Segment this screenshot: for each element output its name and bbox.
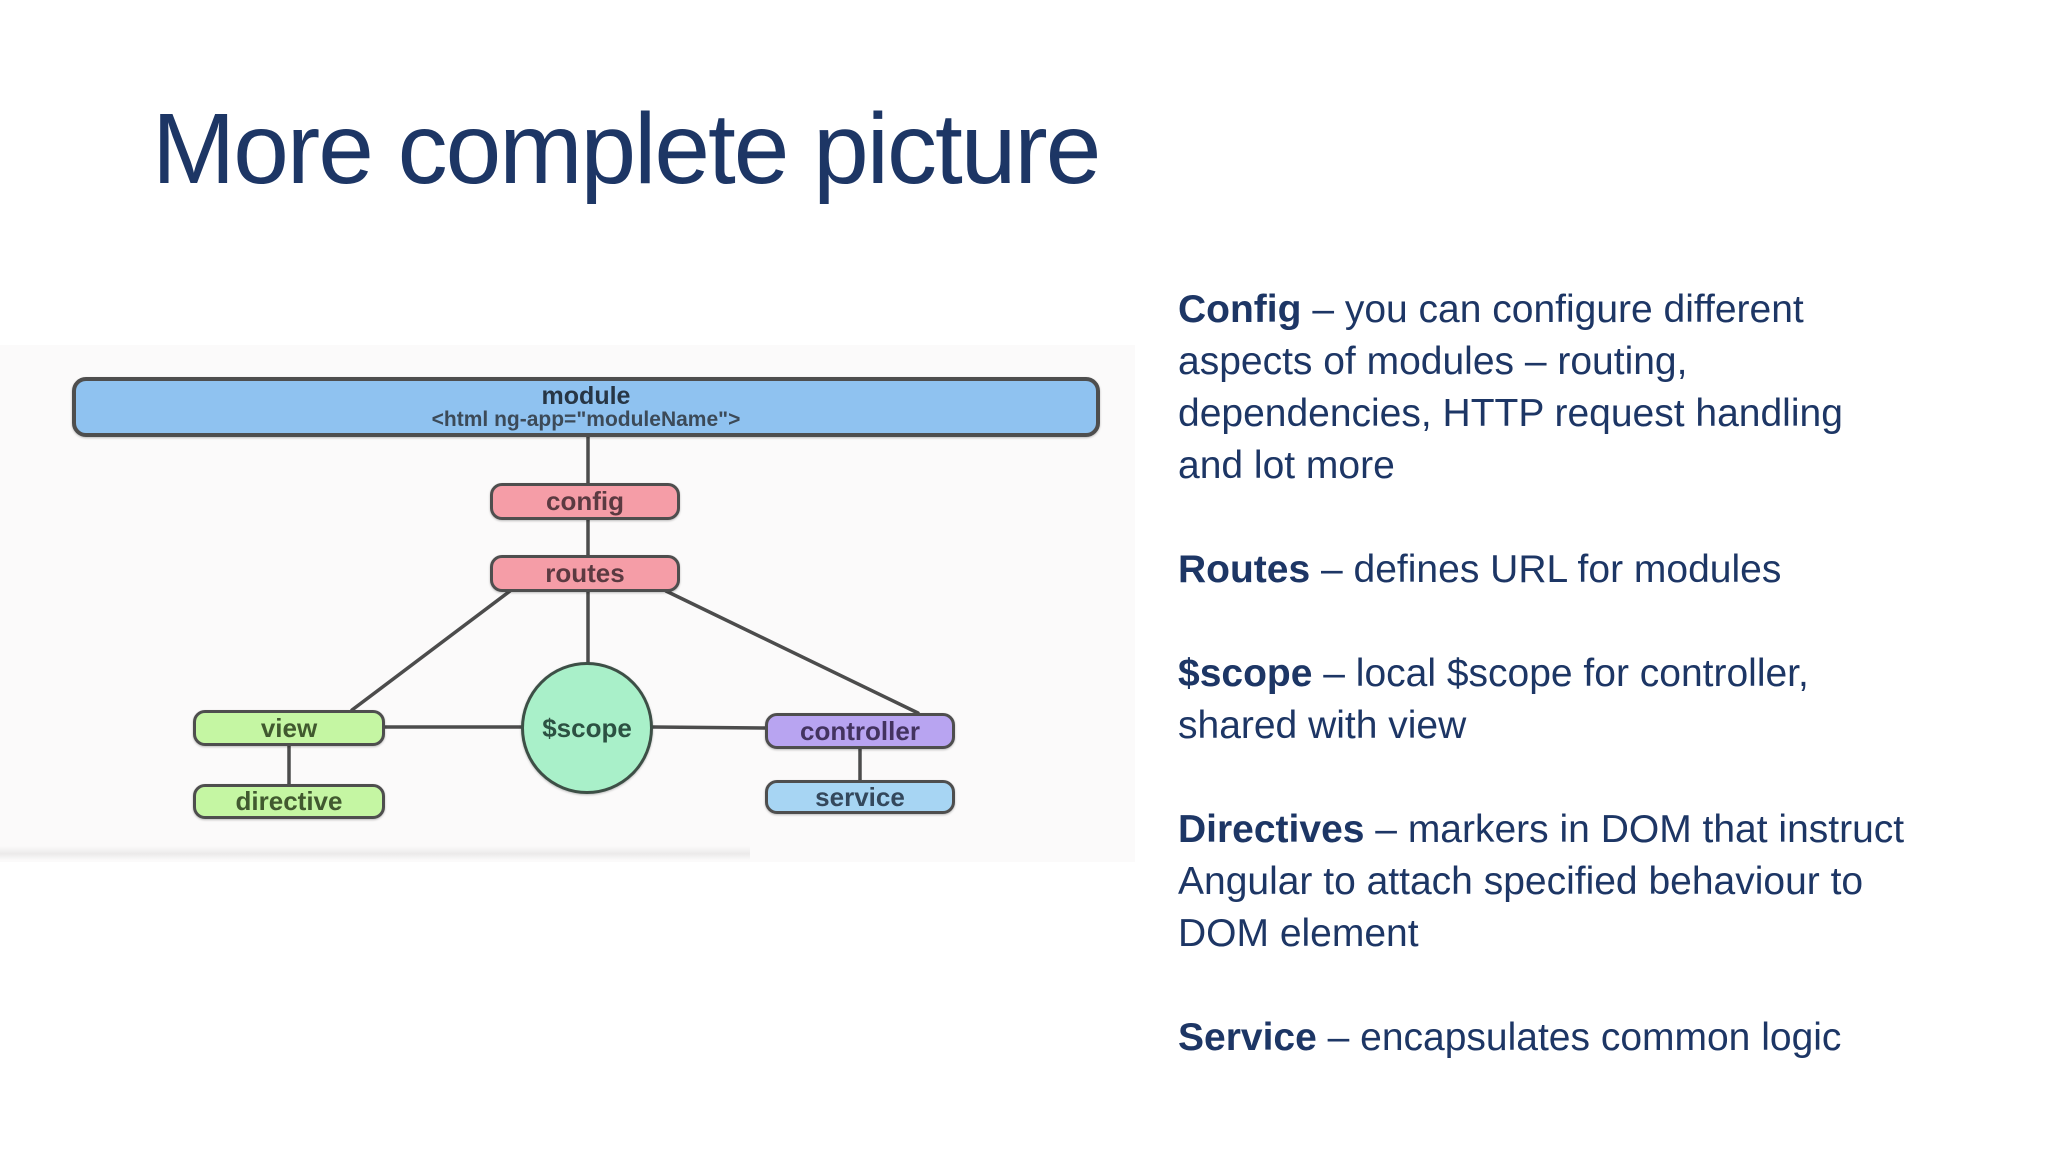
- definition-directives-line: DOM element: [1178, 912, 1419, 955]
- definition-scope-line: – local $scope for controller,: [1323, 652, 1809, 695]
- node-service-label: service: [815, 781, 905, 812]
- definition-routes: Routes – defines URL for modules: [1178, 544, 1988, 596]
- definition-routes-line: – defines URL for modules: [1321, 548, 1782, 591]
- definition-config: Config – you can configure different asp…: [1178, 284, 1988, 492]
- definition-routes-term: Routes: [1178, 548, 1311, 591]
- node-service: service: [765, 780, 955, 814]
- node-view-label: view: [260, 712, 318, 743]
- definition-directives-term: Directives: [1178, 808, 1365, 851]
- definition-config-line: dependencies, HTTP request handling: [1178, 392, 1843, 435]
- node-routes: routes: [490, 555, 680, 592]
- node-view: view: [193, 710, 385, 746]
- definition-service-line: – encapsulates common logic: [1327, 1016, 1842, 1059]
- edge-routes-view: [350, 589, 512, 712]
- node-scope-label: $scope: [542, 712, 632, 743]
- definition-config-line: and lot more: [1178, 444, 1395, 487]
- definitions-column: Config – you can configure different asp…: [1178, 284, 1988, 1116]
- slide-title: More complete picture: [152, 93, 1101, 205]
- node-directive: directive: [193, 784, 385, 819]
- node-module-sublabel: <html ng-app="moduleName">: [431, 408, 741, 432]
- definition-directives-line: – markers in DOM that instruct: [1375, 808, 1905, 851]
- definition-service: Service – encapsulates common logic: [1178, 1012, 1988, 1064]
- definition-scope-line: shared with view: [1178, 704, 1467, 747]
- definition-directives: Directives – markers in DOM that instruc…: [1178, 804, 1988, 960]
- angular-module-diagram: module <html ng-app="moduleName"> config…: [0, 345, 1135, 862]
- edge-scope-controller: [651, 725, 767, 730]
- node-module: module <html ng-app="moduleName">: [72, 377, 1100, 437]
- definition-config-line: aspects of modules – routing,: [1178, 340, 1688, 383]
- node-controller-label: controller: [800, 715, 920, 746]
- node-config-label: config: [546, 486, 624, 516]
- node-directive-label: directive: [235, 786, 343, 816]
- definition-scope-term: $scope: [1178, 652, 1313, 695]
- node-controller: controller: [765, 713, 955, 749]
- edge-routes-controller: [664, 589, 920, 715]
- node-module-label: module: [541, 381, 631, 410]
- definition-scope: $scope – local $scope for controller, sh…: [1178, 648, 1988, 752]
- image-edge-artifact: [0, 846, 750, 860]
- definition-config-term: Config: [1178, 288, 1302, 331]
- node-routes-label: routes: [545, 558, 625, 588]
- definition-directives-line: Angular to attach specified behaviour to: [1178, 860, 1864, 903]
- node-config: config: [490, 483, 680, 520]
- definition-config-line: – you can configure different: [1312, 288, 1804, 331]
- definition-service-term: Service: [1178, 1016, 1317, 1059]
- diagram-connectors: [287, 435, 920, 786]
- node-scope: $scope: [521, 662, 653, 794]
